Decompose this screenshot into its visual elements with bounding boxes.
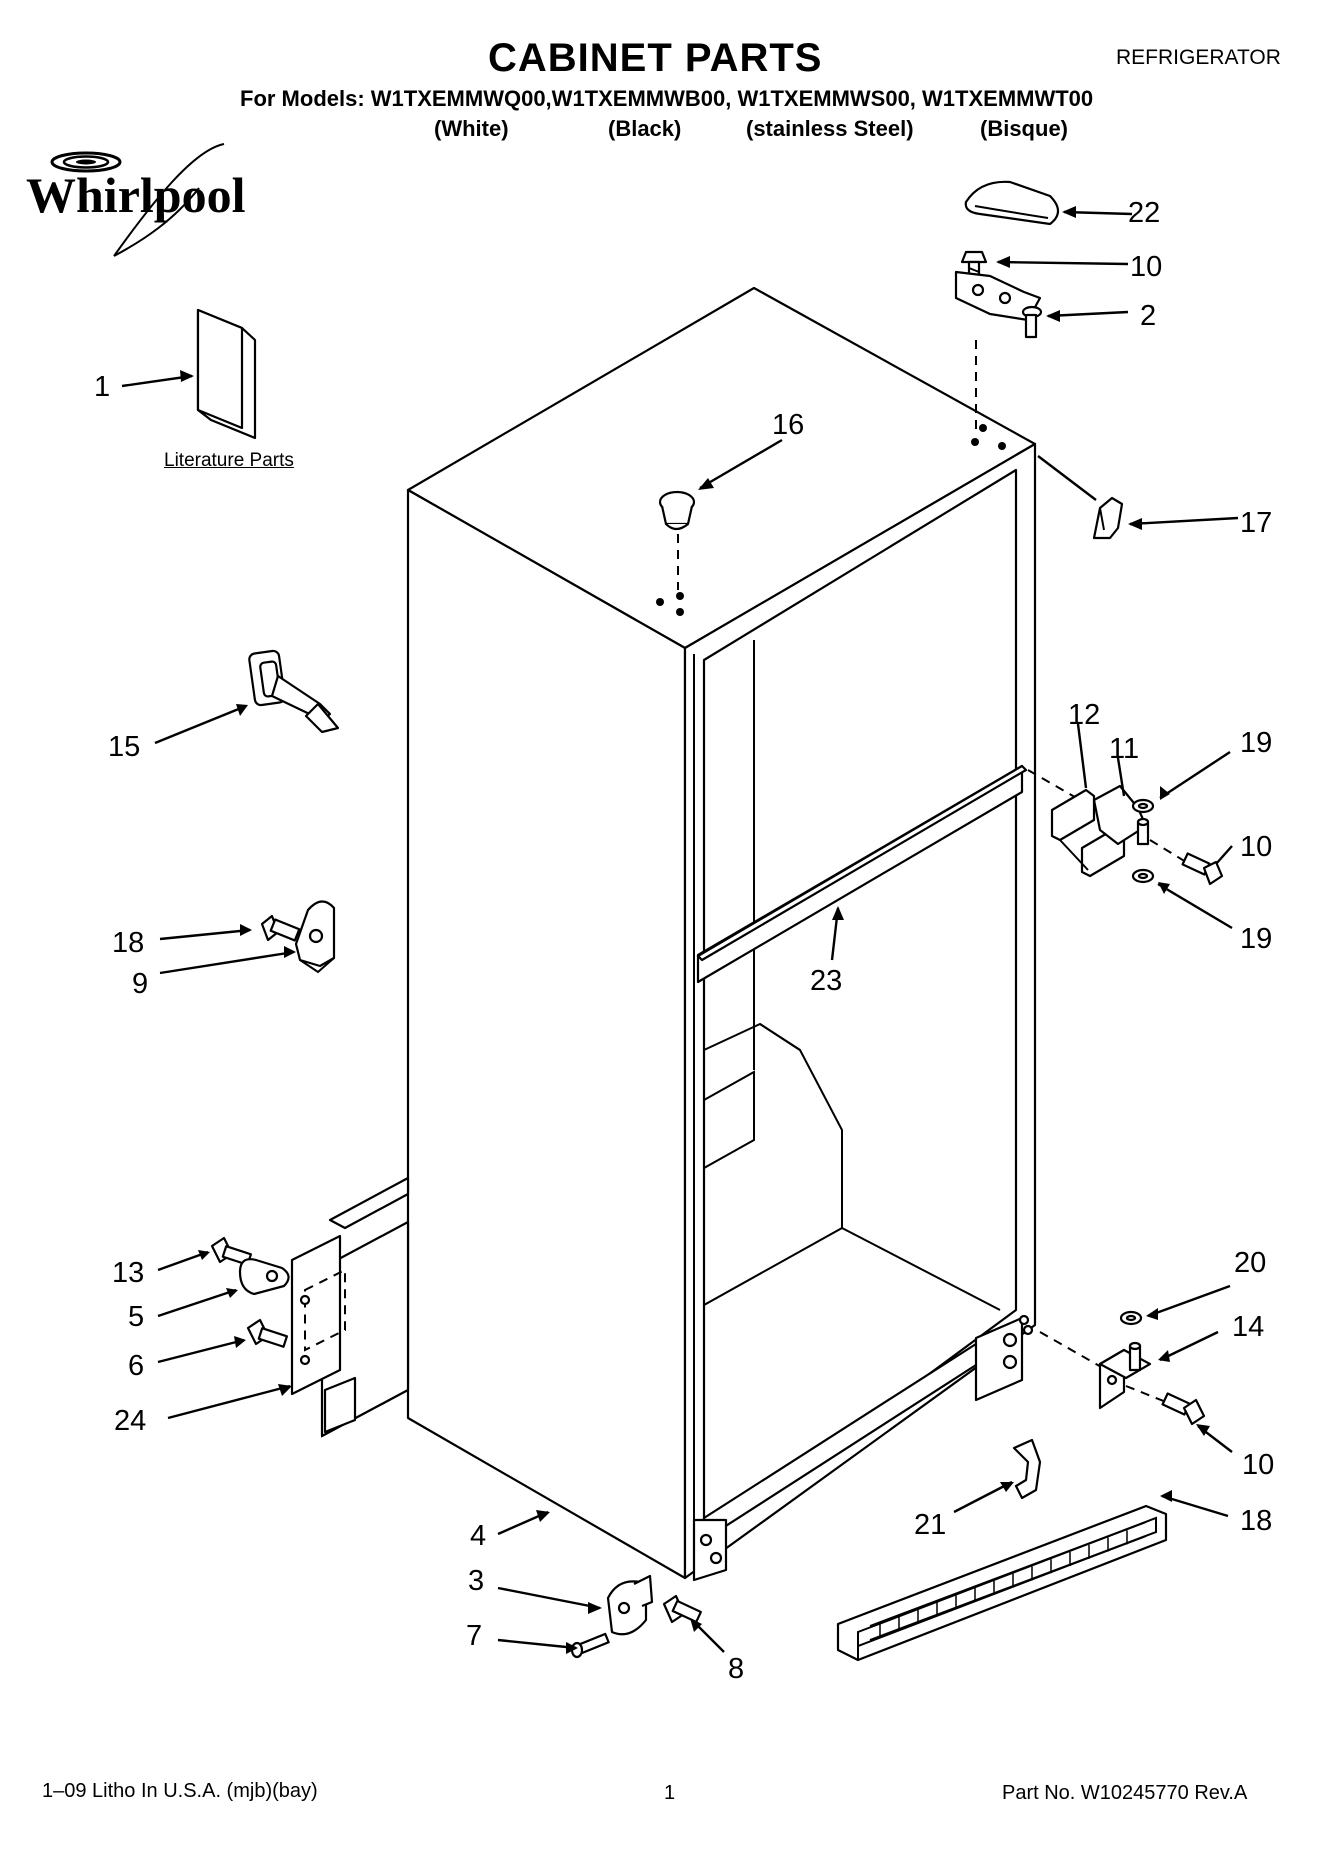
literature-parts-label: Literature Parts <box>164 450 294 471</box>
cabinet-body <box>406 286 1037 1582</box>
part-17-clip <box>1092 496 1124 540</box>
callout-3: 3 <box>468 1565 484 1597</box>
part-21-clip <box>1012 1438 1042 1500</box>
part-18-screw-left <box>260 914 301 942</box>
logo-swirl-icon <box>50 143 225 257</box>
callout-24: 24 <box>114 1405 146 1437</box>
part-22-hinge-cover <box>964 180 1060 226</box>
leader-arrowheads <box>180 206 1210 1654</box>
grille-slots <box>879 1530 1128 1638</box>
part-18-toe-grille <box>836 1504 1168 1662</box>
color-white: (White) <box>434 116 509 141</box>
callout-18-grille: 18 <box>1240 1505 1272 1537</box>
callout-10-mid: 10 <box>1240 831 1272 863</box>
callout-numbers: 1 2 3 4 5 6 7 8 9 10 10 10 11 12 13 14 1… <box>94 197 1274 1685</box>
part-11-hinge-pin-bracket <box>1092 784 1150 846</box>
page-number: 1 <box>664 1782 676 1804</box>
callout-5: 5 <box>128 1301 144 1333</box>
callout-21: 21 <box>914 1509 946 1541</box>
callout-12: 12 <box>1068 699 1100 731</box>
part-8-screw <box>662 1594 702 1624</box>
callout-1: 1 <box>94 371 110 403</box>
part-number: Part No. W10245770 Rev.A <box>1002 1782 1248 1804</box>
callout-8: 8 <box>728 1653 744 1685</box>
callout-20: 20 <box>1234 1247 1266 1279</box>
callout-22: 22 <box>1128 197 1160 229</box>
bottom-hinge-guide <box>1039 1331 1111 1373</box>
part-9-bracket <box>294 900 336 974</box>
page-title: CABINET PARTS <box>488 36 823 80</box>
callout-9: 9 <box>132 968 148 1000</box>
part-19-washer-bottom <box>1131 868 1155 884</box>
part-10-bottom-screw <box>1161 1392 1206 1426</box>
color-stainless: (stainless Steel) <box>746 116 914 141</box>
part-14-bottom-hinge <box>1098 1341 1152 1410</box>
part-15-handle-pin <box>248 649 340 734</box>
callout-23: 23 <box>810 965 842 997</box>
callout-10-top: 10 <box>1130 251 1162 283</box>
part-6-screw <box>246 1318 289 1348</box>
whirlpool-logo: Whirlpool <box>24 140 274 260</box>
part-16-plug <box>658 490 696 531</box>
color-bisque: (Bisque) <box>980 116 1068 141</box>
callout-14: 14 <box>1232 1311 1264 1343</box>
part-2-top-hinge <box>954 270 1043 339</box>
callout-17: 17 <box>1240 507 1272 539</box>
callout-13: 13 <box>112 1257 144 1289</box>
callout-15: 15 <box>108 731 140 763</box>
part-5-clamp <box>238 1258 290 1296</box>
color-black: (Black) <box>608 116 682 141</box>
part-1-literature <box>196 308 257 440</box>
callout-19-bottom: 19 <box>1240 923 1272 955</box>
mid-screw-guide <box>1149 839 1187 863</box>
callout-10-bottom: 10 <box>1242 1449 1274 1481</box>
callout-18-left: 18 <box>112 927 144 959</box>
callout-16: 16 <box>772 409 804 441</box>
part-3-leveling-bracket <box>606 1574 654 1636</box>
part-7-leveling-screw <box>570 1632 610 1659</box>
part-10-mid-screw <box>1181 852 1224 886</box>
callout-7: 7 <box>466 1620 482 1652</box>
callout-11: 11 <box>1109 733 1139 765</box>
models-line: For Models: W1TXEMMWQ00,W1TXEMMWB00, W1T… <box>240 86 1094 111</box>
bottom-screw-guide <box>1125 1385 1167 1403</box>
leader-lines <box>121 210 1239 1653</box>
mid-hinge-guide-line <box>1027 769 1081 801</box>
clip-guide-line <box>1037 455 1097 501</box>
part-19-washer-top <box>1131 798 1155 814</box>
part-23-strip <box>696 764 1028 962</box>
logo-wordmark: Whirlpool <box>26 167 246 223</box>
part-24-cover-plate <box>290 1234 357 1434</box>
callout-6: 6 <box>128 1350 144 1382</box>
category-label: REFRIGERATOR <box>1116 46 1281 69</box>
footer-print-info: 1–09 Litho In U.S.A. (mjb)(bay) <box>42 1780 318 1802</box>
callout-19-top: 19 <box>1240 727 1272 759</box>
callout-2: 2 <box>1140 300 1156 332</box>
part-20-washer <box>1119 1310 1143 1326</box>
callout-4: 4 <box>470 1520 486 1552</box>
